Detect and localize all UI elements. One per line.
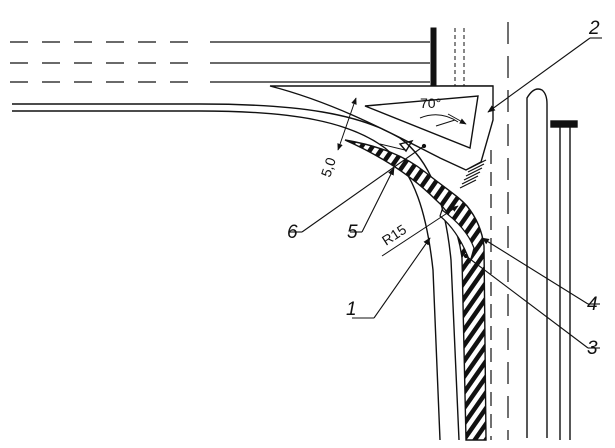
serration	[459, 159, 487, 189]
clamp-plate	[430, 27, 493, 88]
callout-2: 2	[588, 18, 600, 39]
thickness-label: 5,0	[318, 155, 339, 179]
center-lines	[490, 22, 509, 440]
radius-label: R15	[379, 221, 409, 249]
horizontal-edge-lines	[10, 41, 430, 83]
callout-6: 6	[287, 222, 298, 243]
callout-4: 4	[587, 294, 598, 315]
callout-leaders	[290, 37, 602, 349]
angle-label: 70°	[420, 95, 441, 111]
callout-5: 5	[347, 222, 358, 243]
radius-leader	[381, 205, 459, 257]
thickness-dimension	[337, 97, 357, 151]
angle-dimension	[419, 113, 467, 125]
die-wall	[526, 88, 578, 440]
pad	[439, 209, 475, 264]
callout-1: 1	[346, 299, 357, 320]
callout-3: 3	[587, 338, 598, 359]
